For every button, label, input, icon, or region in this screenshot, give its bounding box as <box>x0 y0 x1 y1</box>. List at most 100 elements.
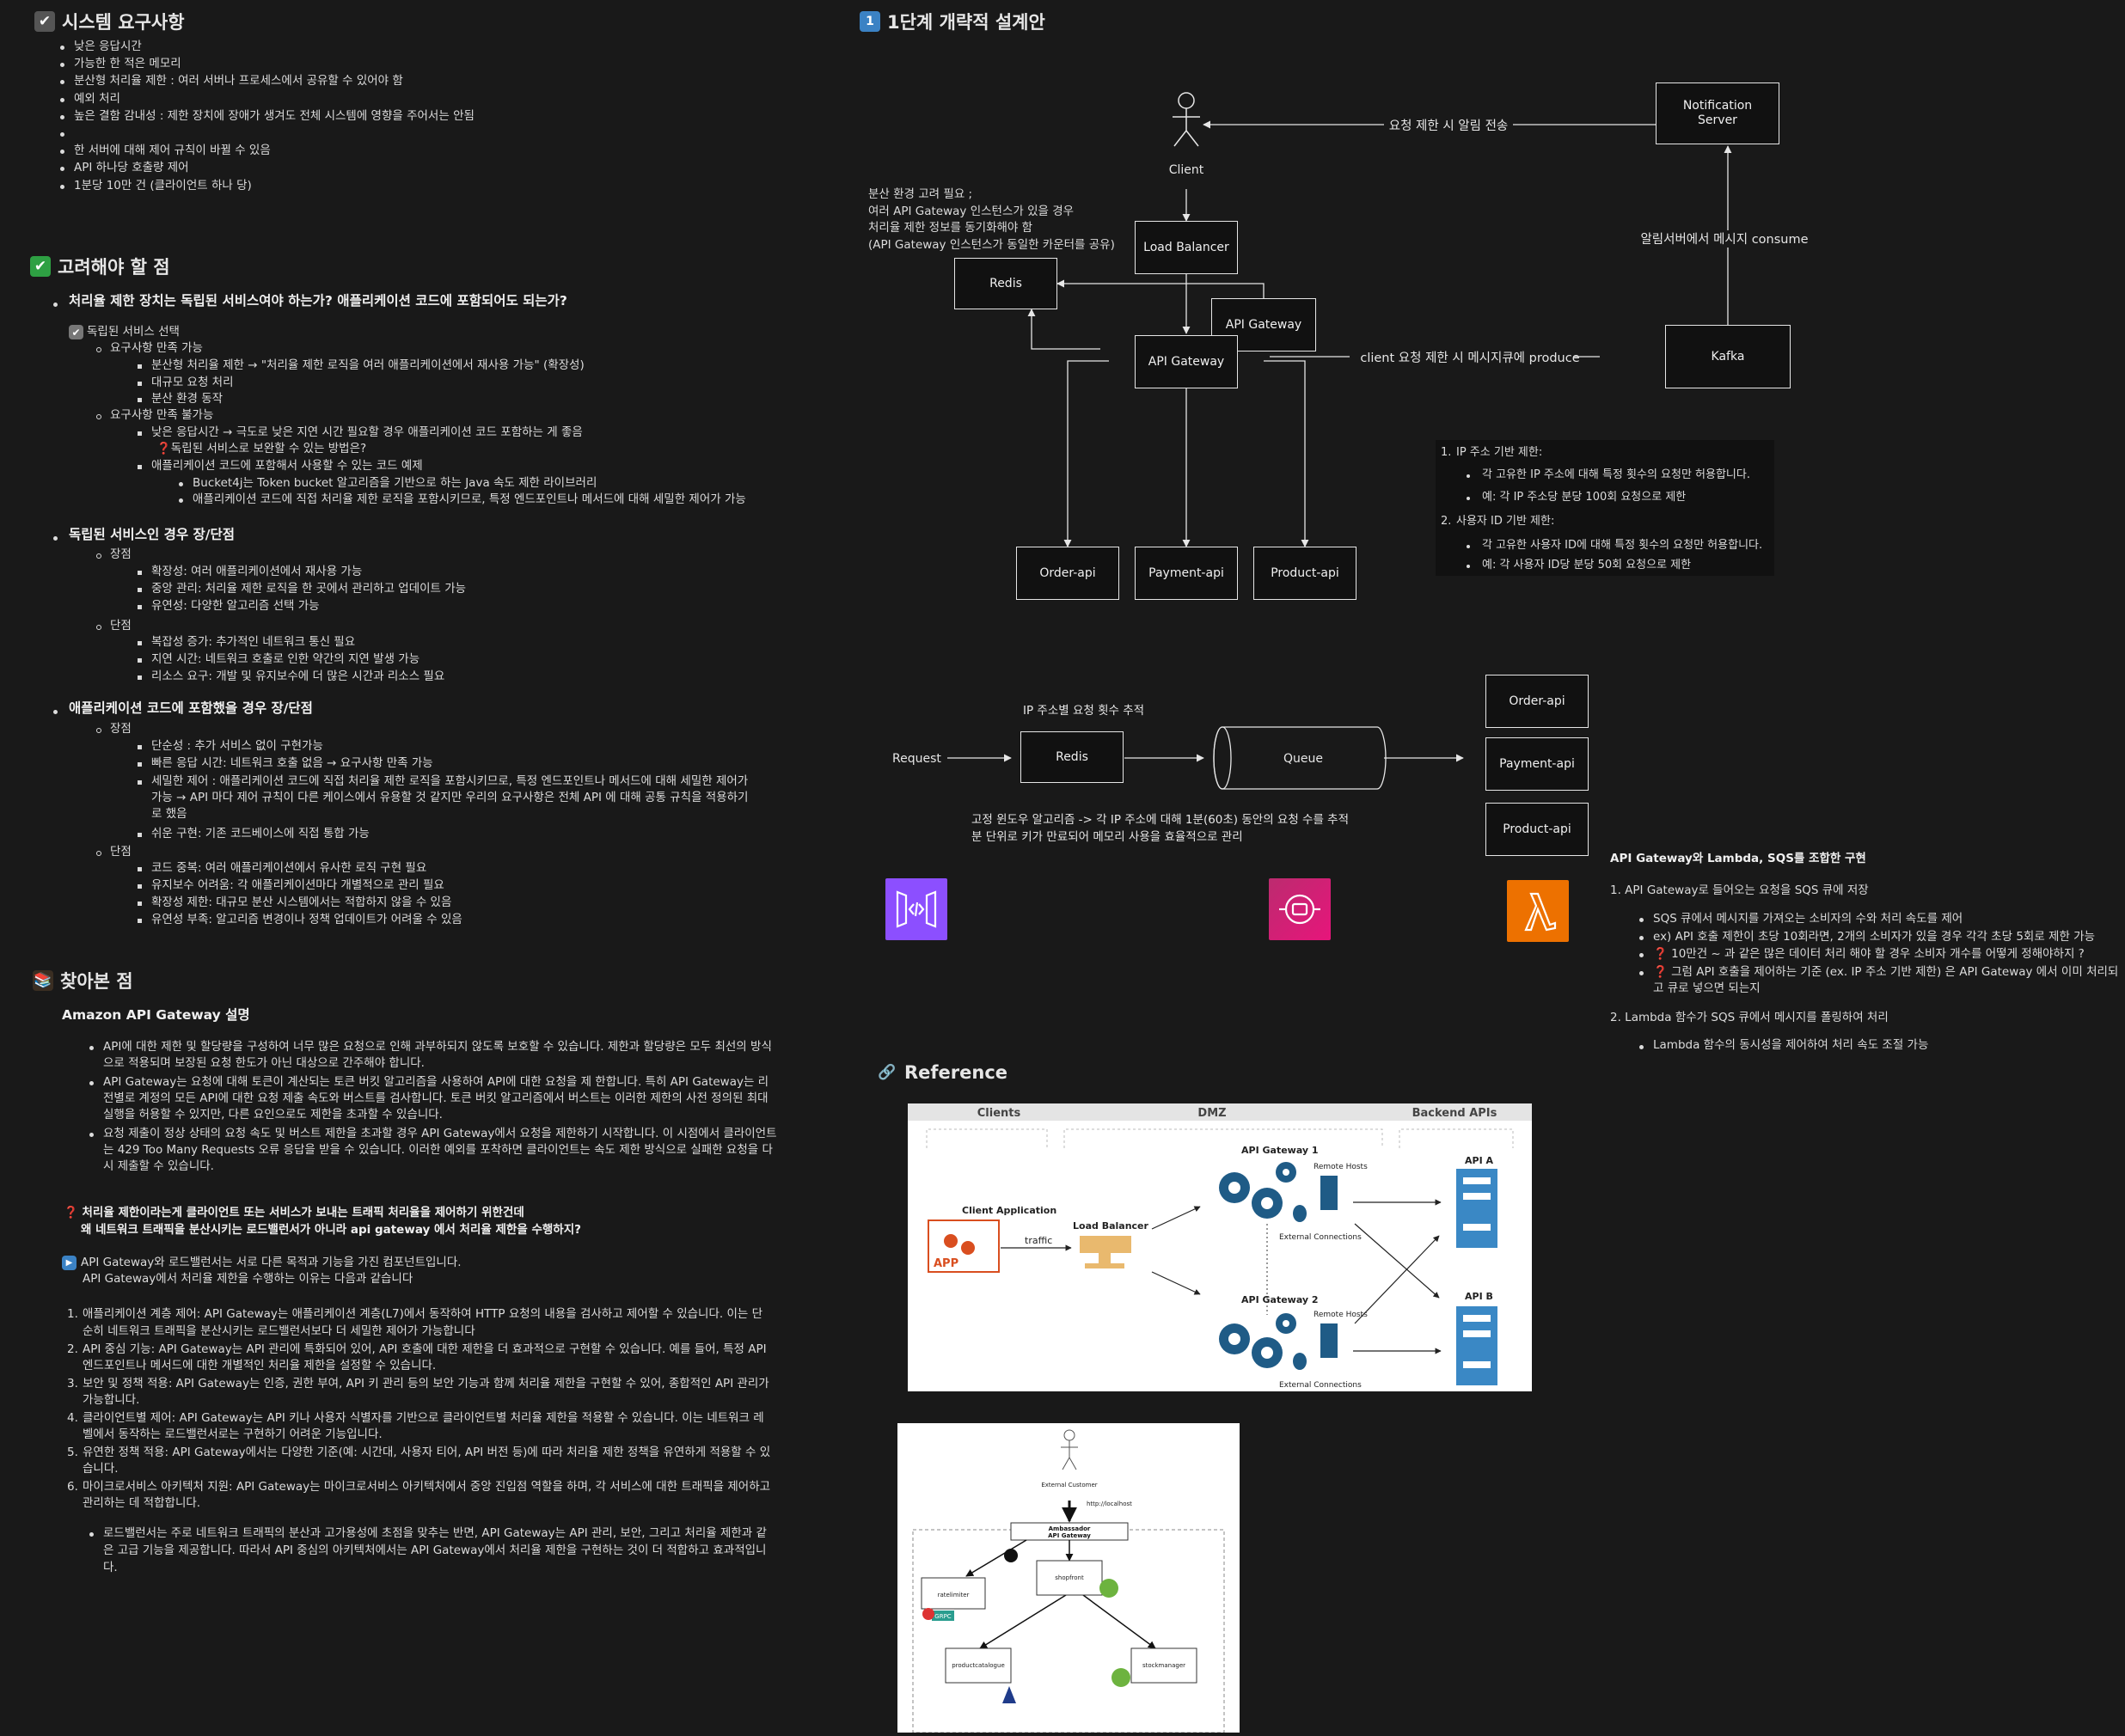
notify-label: 요청 제한 시 알림 전송 <box>1389 119 1509 133</box>
aws-title: API Gateway와 Lambda, SQS를 조합한 구현 <box>1610 852 1866 865</box>
amazon-line: API Gateway는 요청에 대해 토큰이 계산되는 토큰 버킷 알고리즘을… <box>103 1075 769 1089</box>
product-api-box: Product-api <box>1253 547 1356 600</box>
rules-panel: 1. IP 주소 기반 제한: 각 고유한 IP 주소에 대해 특정 횟수의 요… <box>1436 440 1774 576</box>
queue-label: Queue <box>1283 752 1323 766</box>
ninja-icon-2 <box>922 1608 934 1620</box>
gw-redis-arrow <box>1056 279 1265 301</box>
amazon-line: 시 제출할 수 있습니다. <box>103 1159 214 1173</box>
sqs-icon <box>1269 878 1331 940</box>
bullet <box>1639 953 1644 957</box>
requirement-item: 낮은 응답시간 <box>74 40 142 53</box>
list-item: 중앙 관리: 처리율 제한 로직을 한 곳에서 관리하고 업데이트 가능 <box>151 582 467 596</box>
bullet <box>179 498 183 503</box>
ref1-gw2: API Gateway 2 <box>1241 1294 1319 1305</box>
aws-step-1-item: ❓ 10만건 ~ 과 같은 많은 데이터 처리 해야 할 경우 소비자 개수를 … <box>1653 947 2085 961</box>
redis-box-2: Redis <box>1020 731 1124 783</box>
load-balancer-label: Load Balancer <box>1143 240 1229 254</box>
list-number: 3. <box>67 1377 78 1391</box>
list-number: 2. <box>67 1342 78 1356</box>
ref1-client-app: Client Application <box>962 1205 1056 1216</box>
checkbox-icon: ✔ <box>34 11 55 32</box>
aws-step-2-item: Lambda 함수의 동시성을 제어하여 처리 속도 조절 가능 <box>1653 1038 1929 1052</box>
amazon-line: API에 대한 제한 및 할당량을 구성하여 너무 많은 요청으로 인해 과부하… <box>103 1040 772 1054</box>
bullet <box>1639 918 1644 922</box>
distributed-note-line: (API Gateway 인스턴스가 동일한 카운터를 공유) <box>868 237 1115 252</box>
requirement-item: API 하나당 호출량 제어 <box>74 161 189 175</box>
requirement-item: 분산형 처리율 제한 : 여러 서버나 프로세스에서 공유할 수 있어야 함 <box>74 74 403 89</box>
payment-api-box: Payment-api <box>1135 547 1238 600</box>
bullet <box>138 571 142 575</box>
design-title: 1단계 개략적 설계안 <box>887 12 1045 33</box>
list-item: 장점 <box>110 547 132 561</box>
bullet <box>60 63 64 68</box>
bullet <box>1467 545 1470 548</box>
bullet <box>138 867 142 871</box>
bullet <box>138 745 142 749</box>
ref2-ext-customer: External Customer <box>1041 1482 1097 1488</box>
ninja-icon <box>1004 1549 1018 1562</box>
reference-heading: 🔗 Reference <box>877 1062 1007 1083</box>
bullet <box>138 641 142 645</box>
ref2-grpc: GRPC <box>934 1613 952 1620</box>
list-item: 지연 시간: 네트워크 호출로 인한 약간의 지연 발생 가능 <box>151 652 420 666</box>
gw-redis-arrow-2 <box>1027 309 1100 350</box>
load-balancer-icon <box>1080 1236 1131 1268</box>
list-number: 5. <box>67 1446 78 1459</box>
question-1: 처리율 제한 장치는 독립된 서비스여야 하는가? 애플리케이션 코드에 포함되… <box>69 293 567 309</box>
ref2-catalogue: productcatalogue <box>952 1662 1005 1669</box>
payment-api-label: Payment-api <box>1499 756 1575 771</box>
list-item: 애플리케이션 코드에 직접 처리율 제한 로직을 포함시키므로, 특정 엔드포인… <box>193 492 746 506</box>
bullet <box>1467 565 1470 568</box>
bullet <box>60 167 64 172</box>
list-item: 분산형 처리율 제한 → "처리율 제한 로직을 여러 애플리케이션에서 재사용… <box>151 358 585 372</box>
order-api-box: Order-api <box>1016 547 1119 600</box>
ref1-backend: Backend APIs <box>1412 1107 1497 1120</box>
aws-step-1: 1. API Gateway로 들어오는 요청을 SQS 큐에 저장 <box>1610 883 1869 897</box>
found-title: 찾아본 점 <box>60 971 133 992</box>
list-item: 요구사항 만족 가능 <box>110 341 203 355</box>
ref1-app: APP <box>934 1257 958 1270</box>
distributed-note-line: 처리율 제한 정보를 동기화해야 함 <box>868 221 1033 235</box>
keycap-one-icon: 1 <box>860 11 880 32</box>
order-api-box-2: Order-api <box>1485 675 1589 728</box>
list-item: 유지보수 어려움: 각 애플리케이션마다 개별적으로 관리 필요 <box>151 878 444 892</box>
bullet <box>96 553 101 559</box>
bullet <box>60 184 64 189</box>
bullet <box>1639 970 1644 975</box>
aws-step-1-item: SQS 큐에서 메시지를 가져오는 소비자의 수와 처리 속도를 제어 <box>1653 912 1963 926</box>
play-icon: ▶ <box>62 1256 77 1270</box>
rule-1: IP 주소 기반 제한: <box>1456 446 1543 459</box>
list-item: 복잡성 증가: 추가적인 네트워크 통신 필요 <box>151 635 356 649</box>
design-heading: 1 1단계 개략적 설계안 <box>860 9 1045 34</box>
redis-box: Redis <box>954 258 1057 309</box>
bullet <box>138 605 142 609</box>
aws-step-1-item: ❓ 그럼 API 호출을 제어하는 기준 (ex. IP 주소 기반 제한) 은… <box>1653 964 2119 979</box>
bullet <box>60 97 64 102</box>
api-gateway-box-1: API Gateway <box>1135 335 1238 388</box>
bullet <box>89 1081 94 1085</box>
client-actor-icon <box>1173 92 1200 147</box>
amazon-line: 요청 제출이 정상 상태의 요청 속도 및 버스트 제한을 초과할 경우 API… <box>103 1127 777 1140</box>
bullet <box>138 381 142 386</box>
list-item: 대규모 요청 처리 <box>151 375 234 389</box>
reason-line: API 중심 기능: API Gateway는 API 관리에 특화되어 있어,… <box>83 1342 767 1356</box>
reason-line: 마이크로서비스 아키텍처 지원: API Gateway는 마이크로서비스 아키… <box>83 1480 771 1494</box>
list-item: 쉬운 구현: 기존 코드베이스에 직접 통합 가능 <box>151 827 370 840</box>
distributed-note-line: 여러 API Gateway 인스턴스가 있을 경우 <box>868 204 1075 218</box>
api-gateway-label: API Gateway <box>1148 354 1225 369</box>
bullet <box>138 919 142 923</box>
list-item: 단점 <box>110 619 132 633</box>
ref1-apib: API B <box>1465 1291 1493 1302</box>
kafka-label: Kafka <box>1711 349 1745 364</box>
amazon-line: 전별로 계정의 모든 API에 대한 요청 제출 속도와 버스트를 검사합니다.… <box>103 1091 769 1105</box>
checkbox-icon: ✔ <box>69 325 83 339</box>
api-gateway-icon <box>885 878 947 940</box>
cone-icon <box>1002 1686 1016 1703</box>
bullet <box>96 414 101 419</box>
ref1-gw1: API Gateway 1 <box>1241 1145 1319 1156</box>
ref2-ambassador-2: API Gateway <box>1048 1532 1091 1539</box>
rule-2: 사용자 ID 기반 제한: <box>1456 515 1555 528</box>
product-api-label: Product-api <box>1271 565 1339 580</box>
reference-image-2: External Customer http://localhost Ambas… <box>897 1423 1240 1733</box>
reason-line: 가능합니다. <box>83 1393 140 1407</box>
